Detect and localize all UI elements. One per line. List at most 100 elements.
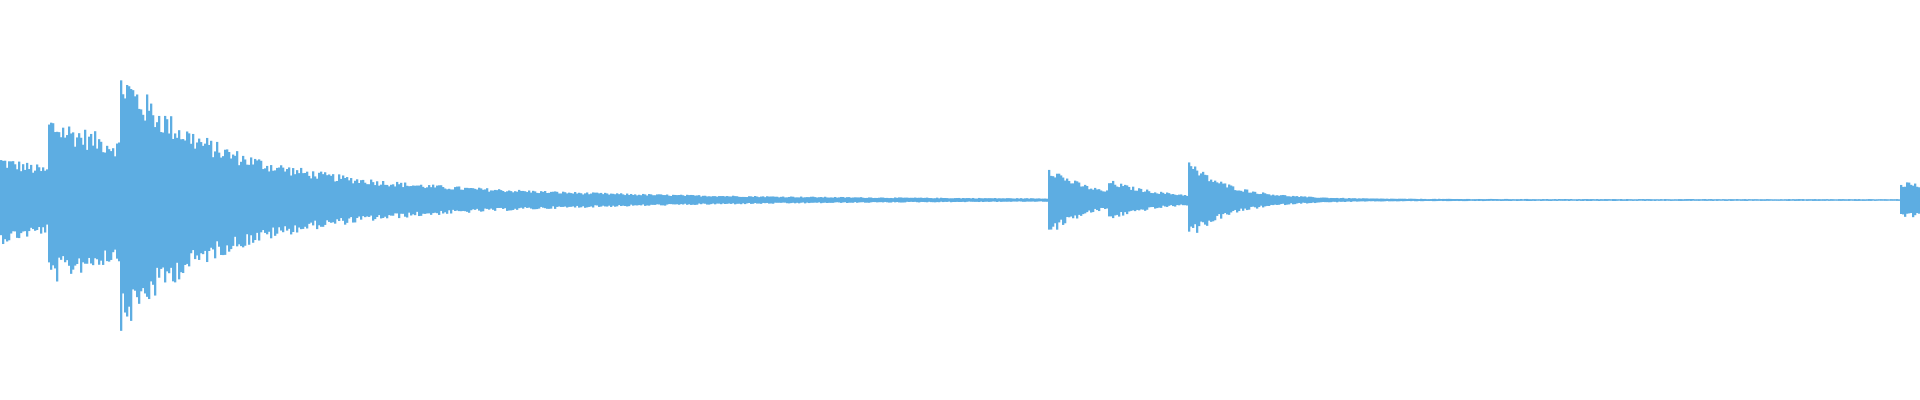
waveform-bar (1238, 190, 1241, 212)
waveform-bar (234, 155, 237, 237)
waveform-bar (144, 120, 147, 294)
waveform-bar (1578, 199, 1581, 201)
waveform-bar (446, 189, 449, 214)
waveform-bar (194, 148, 197, 260)
waveform-bar (320, 171, 323, 227)
waveform-bar (1534, 199, 1537, 201)
waveform-bar (1268, 194, 1271, 206)
waveform-bar (1748, 199, 1751, 201)
waveform-bar (588, 194, 591, 207)
waveform-bar (142, 114, 145, 289)
waveform-bar (1832, 199, 1835, 201)
waveform-bar (56, 131, 59, 282)
waveform-bar (364, 182, 367, 218)
waveform-bar (1896, 199, 1899, 201)
waveform-bar (828, 197, 831, 203)
waveform-bar (1776, 199, 1779, 201)
waveform-bar (306, 171, 309, 229)
waveform-bar (910, 197, 913, 202)
waveform-bar (666, 194, 669, 205)
waveform-bar (1208, 181, 1211, 221)
waveform-bar (1770, 199, 1773, 201)
waveform-bar (1068, 180, 1071, 218)
waveform-bar (976, 198, 979, 202)
waveform-bar (1196, 170, 1199, 233)
waveform-bar (528, 190, 531, 208)
waveform-bar (980, 198, 983, 202)
waveform-bar (938, 198, 941, 203)
waveform-bar (534, 191, 537, 210)
waveform-bar (332, 174, 335, 223)
waveform-bar (1600, 199, 1603, 201)
waveform-bar (176, 137, 179, 263)
waveform-bar (174, 133, 177, 283)
waveform-bar (692, 195, 695, 205)
waveform-bar (1794, 199, 1797, 201)
waveform-bar (1008, 198, 1011, 202)
waveform-bar (516, 191, 519, 210)
waveform-bar (1018, 198, 1021, 202)
waveform-bar (1418, 199, 1421, 201)
waveform-bar (1510, 199, 1513, 202)
waveform-bar (120, 80, 123, 331)
waveform-bar (740, 196, 743, 205)
waveform-bar (384, 184, 387, 217)
waveform-bar (1114, 184, 1117, 216)
waveform-bar (12, 161, 15, 232)
waveform-bar (766, 196, 769, 203)
waveform-bar (1916, 186, 1919, 214)
waveform-bar (1576, 199, 1579, 202)
waveform-bar (708, 196, 711, 205)
waveform-bar (1692, 199, 1695, 201)
waveform-bar (6, 167, 9, 242)
waveform-bar (1586, 199, 1589, 202)
waveform-bar (1734, 199, 1737, 201)
waveform-bar (1506, 198, 1509, 201)
waveform-bar (1762, 199, 1765, 201)
waveform-bar (1488, 198, 1491, 201)
waveform-bar (54, 132, 57, 269)
waveform-bar (300, 167, 303, 230)
waveform-bar (756, 196, 759, 204)
waveform-bar (682, 195, 685, 205)
waveform-bar (688, 195, 691, 205)
waveform-bar (430, 187, 433, 215)
waveform-bar (842, 196, 845, 203)
waveform-bar (1572, 199, 1575, 201)
waveform-bar (390, 184, 393, 216)
waveform-bar (1672, 199, 1675, 201)
waveform-bar (1154, 192, 1157, 209)
waveform-bar (1774, 199, 1777, 201)
waveform-bar (316, 178, 319, 230)
waveform-bar (664, 195, 667, 206)
waveform-bar (896, 197, 899, 203)
waveform-bar (944, 197, 947, 202)
waveform-bar (1040, 198, 1043, 202)
waveform-bar (470, 188, 473, 211)
waveform-bar (1262, 192, 1265, 208)
waveform-bar (1274, 195, 1277, 205)
waveform-bar (946, 198, 949, 202)
waveform-bar (1402, 198, 1405, 202)
waveform-bar (776, 196, 779, 203)
waveform-bar (1684, 199, 1687, 201)
waveform-bar (82, 144, 85, 263)
waveform-bar (1310, 196, 1313, 204)
waveform-bar (1782, 199, 1785, 201)
waveform-bar (58, 132, 61, 258)
waveform-bar (986, 198, 989, 202)
waveform-bar (970, 198, 973, 202)
waveform-bar (1800, 199, 1803, 201)
waveform-bar (92, 145, 95, 266)
waveform-bar (1540, 199, 1543, 201)
waveform-bar (1354, 198, 1357, 202)
waveform-bar (350, 178, 353, 218)
waveform-bar (736, 196, 739, 204)
waveform-bar (546, 192, 549, 209)
waveform-bar (846, 197, 849, 203)
waveform-bar (1352, 198, 1355, 202)
waveform-bar (1702, 199, 1705, 201)
waveform-bar (1052, 176, 1055, 227)
waveform-bar (584, 193, 587, 208)
